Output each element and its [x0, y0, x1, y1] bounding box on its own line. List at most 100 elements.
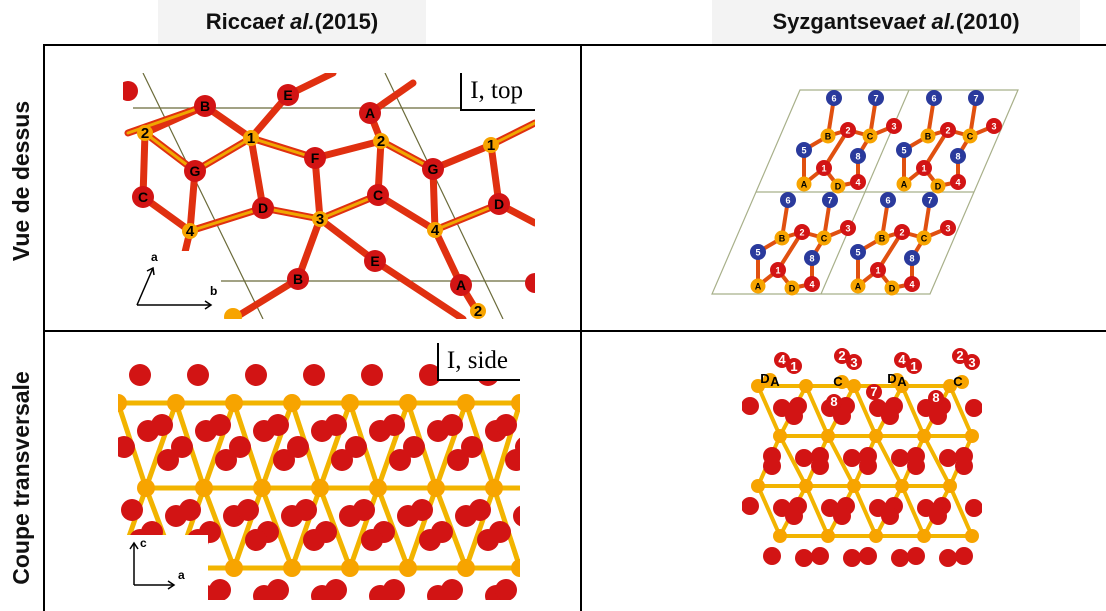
- oxygen-atom: [361, 364, 383, 386]
- atom-label: B: [879, 234, 886, 244]
- oxygen-atom: [939, 549, 957, 567]
- oxygen-atom: [469, 499, 491, 521]
- bond: [756, 484, 782, 538]
- atom-label: C: [953, 374, 963, 389]
- atom: [750, 278, 766, 294]
- atom: [804, 276, 820, 292]
- atom: [780, 192, 796, 208]
- atom-label: 4: [855, 178, 860, 188]
- oxygen-atom: [505, 449, 520, 471]
- aluminum-atom: [427, 479, 445, 497]
- atom-label: 4: [909, 280, 914, 290]
- atom-label: 3: [891, 122, 896, 132]
- bond: [948, 484, 974, 538]
- oxygen-atom: [952, 348, 968, 364]
- aluminum-atom: [773, 429, 787, 443]
- atom-label: C: [967, 132, 974, 142]
- aluminum-atom: [369, 479, 387, 497]
- atom-label: 2: [799, 228, 804, 238]
- oxygen-atom: [303, 529, 325, 551]
- oxygen-atom: [325, 579, 347, 600]
- atom-label: 3: [945, 224, 950, 234]
- atom: [916, 160, 932, 176]
- atom: [896, 176, 912, 192]
- oxygen-atom: [843, 549, 861, 567]
- oxygen-atom: [928, 390, 944, 406]
- atom: [950, 174, 966, 190]
- atom-label: 5: [901, 146, 906, 156]
- atom-label: D: [835, 182, 842, 192]
- oxygen-atom: [826, 394, 842, 410]
- atom-label: A: [456, 277, 466, 293]
- atom: [850, 278, 866, 294]
- header-ricca-italic: et al.: [264, 9, 315, 34]
- oxygen-atom: [846, 354, 862, 370]
- atom: [850, 174, 866, 190]
- axis-label-c: c: [140, 536, 147, 550]
- aluminum-atom: [457, 394, 475, 412]
- aluminum-atom: [341, 394, 359, 412]
- atom-label: C: [921, 234, 928, 244]
- oxygen-atom: [325, 414, 347, 436]
- atom: [940, 220, 956, 236]
- atom: [884, 280, 900, 296]
- header-syz-italic: et al.: [905, 9, 956, 34]
- atom: [822, 192, 838, 208]
- atom: [840, 122, 856, 138]
- atom-label: 2: [956, 348, 963, 363]
- oxygen-atom: [495, 414, 517, 436]
- atom-label: A: [365, 105, 375, 121]
- atom: [796, 142, 812, 158]
- row-label-top-view: Vue de dessus: [8, 100, 34, 262]
- oxygen-atom: [419, 364, 441, 386]
- atom: [950, 148, 966, 164]
- bond: [756, 384, 782, 438]
- atom-label: 4: [186, 223, 195, 240]
- atom-label: B: [779, 234, 786, 244]
- atom-label: 8: [830, 394, 837, 409]
- aluminum-atom: [917, 529, 931, 543]
- atom: [850, 148, 866, 164]
- oxygen-atom: [785, 407, 803, 425]
- atom-label: C: [373, 187, 383, 203]
- oxygen-atom: [441, 579, 463, 600]
- aluminum-atom: [943, 379, 957, 393]
- aluminum-atom: [751, 379, 765, 393]
- bond: [948, 384, 974, 438]
- oxygen-atom: [157, 449, 179, 471]
- oxygen-atom: [273, 449, 295, 471]
- atom-label: 2: [474, 303, 482, 319]
- atom: [870, 262, 886, 278]
- atom-label: D: [760, 371, 769, 386]
- atom-label: 4: [898, 352, 906, 367]
- bond: [852, 384, 878, 438]
- oxygen-atom: [495, 579, 517, 600]
- atom-label: 2: [945, 126, 950, 136]
- bond: [463, 485, 497, 571]
- oxygen-atom: [361, 529, 383, 551]
- bond: [375, 400, 411, 491]
- atom-label: D: [887, 371, 896, 386]
- aluminum-atom: [869, 529, 883, 543]
- atom-label: 4: [778, 352, 786, 367]
- atom-label: 1: [910, 359, 917, 374]
- bond: [900, 484, 926, 538]
- oxygen-atom: [929, 507, 947, 525]
- atom: [774, 230, 790, 246]
- oxygen-atom: [786, 358, 802, 374]
- oxygen-atom: [345, 436, 367, 458]
- oxygen-atom: [171, 436, 193, 458]
- aluminum-atom: [869, 429, 883, 443]
- atom-label: D: [789, 284, 796, 294]
- atom: [804, 250, 820, 266]
- atom: [770, 262, 786, 278]
- oxygen-atom: [785, 507, 803, 525]
- oxygen-atom: [907, 547, 925, 565]
- atom-label: 4: [809, 280, 814, 290]
- atom-label: E: [283, 87, 292, 103]
- oxygen-atom: [295, 499, 317, 521]
- oxygen-atom: [383, 414, 405, 436]
- atom: [986, 118, 1002, 134]
- column-header-syzgantseva: Syzgantseva et al. (2010): [712, 0, 1080, 44]
